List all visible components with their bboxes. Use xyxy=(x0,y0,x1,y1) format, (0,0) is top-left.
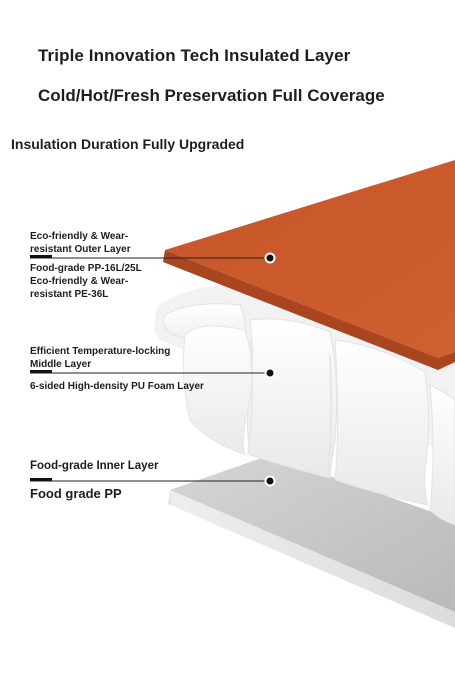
leader-lines xyxy=(30,252,276,487)
headline-line-1: Triple Innovation Tech Insulated Layer xyxy=(38,46,351,65)
middle-layer-title-line-1: Efficient Temperature-locking xyxy=(30,346,171,357)
inner-layer-title: Food-grade Inner Layer xyxy=(30,460,159,472)
outer-layer-desc-line-1: Food-grade PP-16L/25L xyxy=(30,263,142,274)
headline-line-2: Cold/Hot/Fresh Preservation Full Coverag… xyxy=(38,86,385,105)
outer-layer-title: Eco-friendly & Wear- resistant Outer Lay… xyxy=(30,230,131,256)
middle-layer-title-line-2: Middle Layer xyxy=(30,359,92,370)
middle-layer-description: 6-sided High-density PU Foam Layer xyxy=(30,381,204,392)
outer-layer-desc-line-2: Eco-friendly & Wear- xyxy=(30,276,129,287)
outer-layer-plate xyxy=(163,160,455,370)
inner-layer-description: Food grade PP xyxy=(30,486,122,501)
outer-layer-title-line-1: Eco-friendly & Wear- xyxy=(30,231,129,242)
outer-layer-desc-line-3: resistant PE-36L xyxy=(30,289,109,300)
outer-layer-title-line-2: resistant Outer Layer xyxy=(30,244,131,255)
outer-layer-description: Food-grade PP-16L/25L Eco-friendly & Wea… xyxy=(30,262,142,301)
middle-layer-title: Efficient Temperature-locking Middle Lay… xyxy=(30,345,170,371)
subheadline: Insulation Duration Fully Upgraded xyxy=(11,136,245,152)
inner-layer-plate xyxy=(168,455,455,628)
